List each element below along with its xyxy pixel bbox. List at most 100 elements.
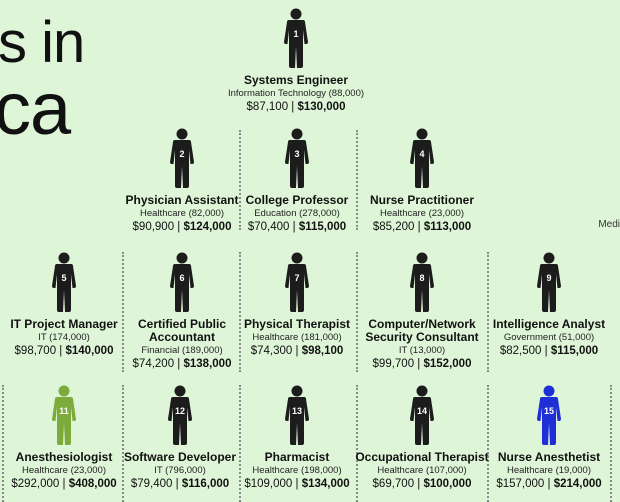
- person-icon: 7: [285, 252, 309, 312]
- top-pay: $134,000: [301, 478, 350, 490]
- median-pay: $292,000: [11, 478, 60, 490]
- rank-number: 11: [59, 406, 69, 416]
- title-fragment-bottom: ca: [0, 67, 71, 150]
- median-pay: $70,400: [247, 221, 290, 233]
- separator-dots: [356, 130, 358, 230]
- top-pay: $138,000: [183, 358, 232, 370]
- job-title: Nurse Practitioner: [369, 193, 475, 207]
- pay-separator: |: [544, 478, 554, 490]
- median-pay: $99,700: [372, 358, 415, 370]
- median-pay: $87,100: [246, 101, 289, 113]
- pay-separator: |: [541, 345, 551, 357]
- job-pay: $109,000 | $134,000: [227, 477, 367, 491]
- job-pay: $157,000 | $214,000: [479, 477, 619, 491]
- job-industry: Healthcare (82,000): [140, 208, 224, 219]
- job-pay: $79,400 | $116,000: [110, 477, 250, 491]
- rank-number: 3: [294, 149, 299, 159]
- separator-dots: [356, 385, 358, 502]
- person-icon: 2: [170, 128, 194, 188]
- top-pay: $152,000: [423, 358, 472, 370]
- job-pay: $82,500 | $115,000: [479, 344, 619, 358]
- pay-separator: |: [414, 358, 424, 370]
- person-icon: 6: [170, 252, 194, 312]
- median-pay: $74,200: [132, 358, 175, 370]
- job-pay: $292,000 | $408,000: [0, 477, 134, 491]
- job-title: Computer/Network Security Consultant: [365, 317, 479, 344]
- job-pay: $90,900 | $124,000: [112, 220, 252, 234]
- job-pay: $85,200 | $113,000: [352, 220, 492, 234]
- separator-dots: [239, 252, 241, 372]
- pay-separator: |: [288, 101, 298, 113]
- separator-dots: [2, 385, 4, 502]
- median-pay: $82,500: [499, 345, 542, 357]
- job-title: Occupational Therapist: [355, 450, 489, 464]
- separator-dots: [487, 385, 489, 502]
- top-pay: $98,100: [301, 345, 344, 357]
- job-industry: Healthcare (19,000): [507, 465, 591, 476]
- separator-dots: [122, 385, 124, 502]
- top-pay: $214,000: [553, 478, 602, 490]
- person-icon: 8: [410, 252, 434, 312]
- rank-number: 8: [419, 273, 424, 283]
- job-title: Nurse Anesthetist: [497, 450, 601, 464]
- job-industry: IT (13,000): [398, 345, 446, 356]
- job-title: Certified Public Accountant: [137, 317, 226, 344]
- top-pay: $408,000: [68, 478, 117, 490]
- pay-separator: |: [174, 358, 184, 370]
- top-pay: $130,000: [297, 101, 346, 113]
- job-pay: $98,700 | $140,000: [0, 344, 134, 358]
- job-pay: $70,400 | $115,000: [227, 220, 367, 234]
- rank-number: 14: [417, 406, 427, 416]
- person-icon: 1: [284, 8, 308, 68]
- pay-separator: |: [292, 478, 302, 490]
- rank-number: 12: [175, 406, 185, 416]
- rank-number: 2: [179, 149, 184, 159]
- job-pay: $74,300 | $98,100: [227, 344, 367, 358]
- separator-dots: [239, 385, 241, 502]
- median-pay: $90,900: [132, 221, 175, 233]
- person-icon: 13: [285, 385, 309, 445]
- job-pay: $74,200 | $138,000: [112, 357, 252, 371]
- pay-separator: |: [174, 221, 184, 233]
- person-icon: 12: [168, 385, 192, 445]
- job-industry: Education (278,000): [254, 208, 340, 219]
- job-pay: $99,700 | $152,000: [352, 357, 492, 371]
- top-pay: $100,000: [423, 478, 472, 490]
- rank-number: 7: [294, 273, 299, 283]
- pay-separator: |: [414, 221, 424, 233]
- separator-dots: [487, 252, 489, 372]
- job-industry: Healthcare (181,000): [252, 332, 342, 343]
- median-pay: $74,300: [250, 345, 293, 357]
- person-icon: 15: [537, 385, 561, 445]
- top-pay: $113,000: [423, 221, 472, 233]
- rank-number: 4: [419, 149, 424, 159]
- top-pay: $140,000: [65, 345, 114, 357]
- median-pay: $98,700: [14, 345, 57, 357]
- job-title: Intelligence Analyst: [492, 317, 606, 331]
- top-pay: $124,000: [183, 221, 232, 233]
- rank-number: 13: [292, 406, 302, 416]
- pay-separator: |: [59, 478, 69, 490]
- job-industry: IT (174,000): [38, 332, 90, 343]
- job-title: Physical Therapist: [243, 317, 351, 331]
- separator-dots: [239, 130, 241, 230]
- top-pay: $115,000: [550, 345, 599, 357]
- job-title: Physician Assistant: [125, 193, 239, 207]
- job-industry: Information Technology (88,000): [227, 88, 365, 99]
- job-pay: $69,700 | $100,000: [352, 477, 492, 491]
- job-title: College Professor: [245, 193, 349, 207]
- job-industry: Financial (189,000): [141, 345, 223, 356]
- top-pay: $116,000: [181, 478, 230, 490]
- job-title: Systems Engineer: [243, 73, 349, 87]
- job-industry: Government (51,000): [503, 332, 595, 343]
- edge-text-fragment: Medi: [598, 219, 620, 230]
- rank-number: 5: [61, 273, 66, 283]
- separator-dots: [356, 252, 358, 372]
